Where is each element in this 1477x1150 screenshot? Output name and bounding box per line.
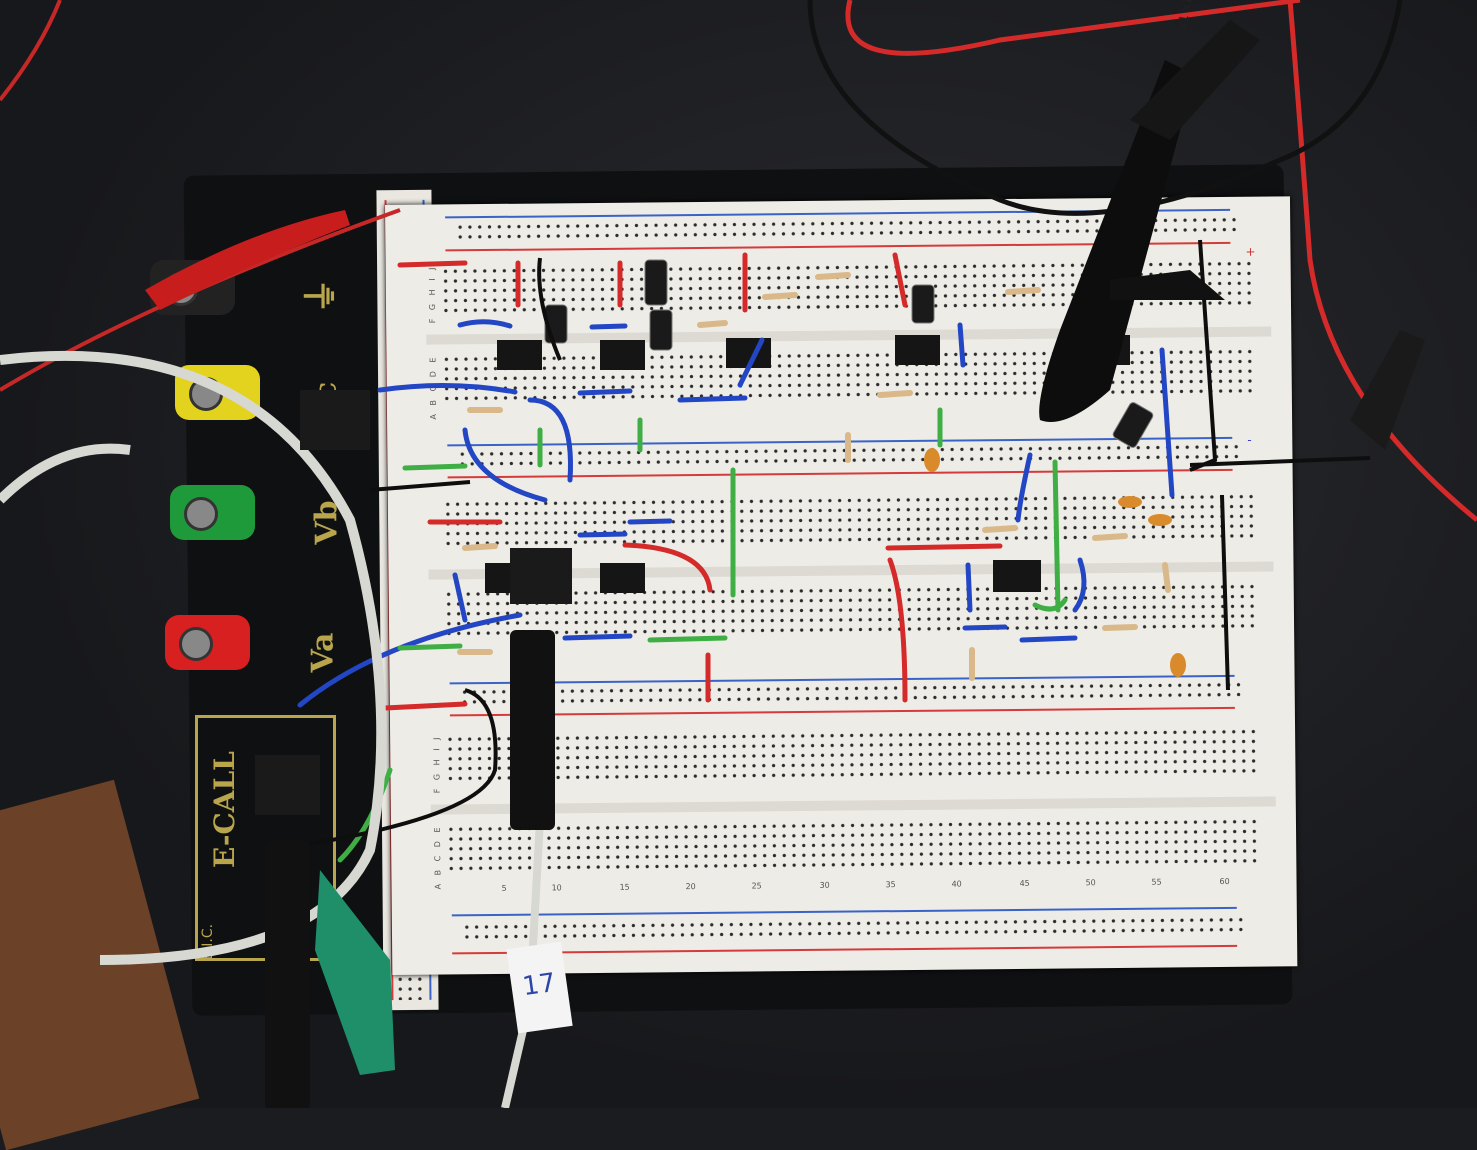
probe-handle [1130,20,1260,140]
red-binding-post [165,615,250,670]
probe-cable-black [807,0,1403,216]
resistors [457,272,1171,681]
ceramic-capacitors [924,448,1186,677]
audio-plug [265,840,310,1108]
green-binding-post [170,485,255,540]
op-amp-chip [600,563,645,593]
op-amp-chip [600,340,645,370]
oscilloscope-probe [1039,60,1195,422]
probe-ground-clip [1110,270,1225,300]
ceramic-capacitor [1170,653,1186,677]
op-amp-chip [993,560,1041,592]
ic-chips [485,335,1130,593]
red-lead [0,0,62,102]
red-alligator-clip [145,210,350,310]
ceramic-capacitor [924,448,940,472]
audio-jack [255,755,320,815]
cable-tag: 17 [506,941,573,1034]
ceramic-capacitor [1148,514,1172,526]
black-wires [269,239,1371,852]
green-wires [337,407,1068,863]
capacitor [911,284,935,324]
components-layer [0,0,1477,1108]
audio-plug [510,630,555,830]
op-amp-chip [895,335,940,365]
white-cable [0,443,131,504]
audio-jack [510,548,572,604]
capacitor [649,309,673,351]
blue-wires [297,319,1175,708]
capacitor [644,259,668,306]
green-alligator-clip [315,870,395,1075]
op-amp-chip [497,340,542,370]
capacitor [1112,402,1154,448]
ceramic-capacitor [1118,496,1142,508]
red-wires [382,252,1003,711]
red-lead [0,208,401,392]
black-alligator-clip [1350,330,1425,450]
probe-cable-red [845,0,1477,522]
audio-jack [300,390,370,450]
